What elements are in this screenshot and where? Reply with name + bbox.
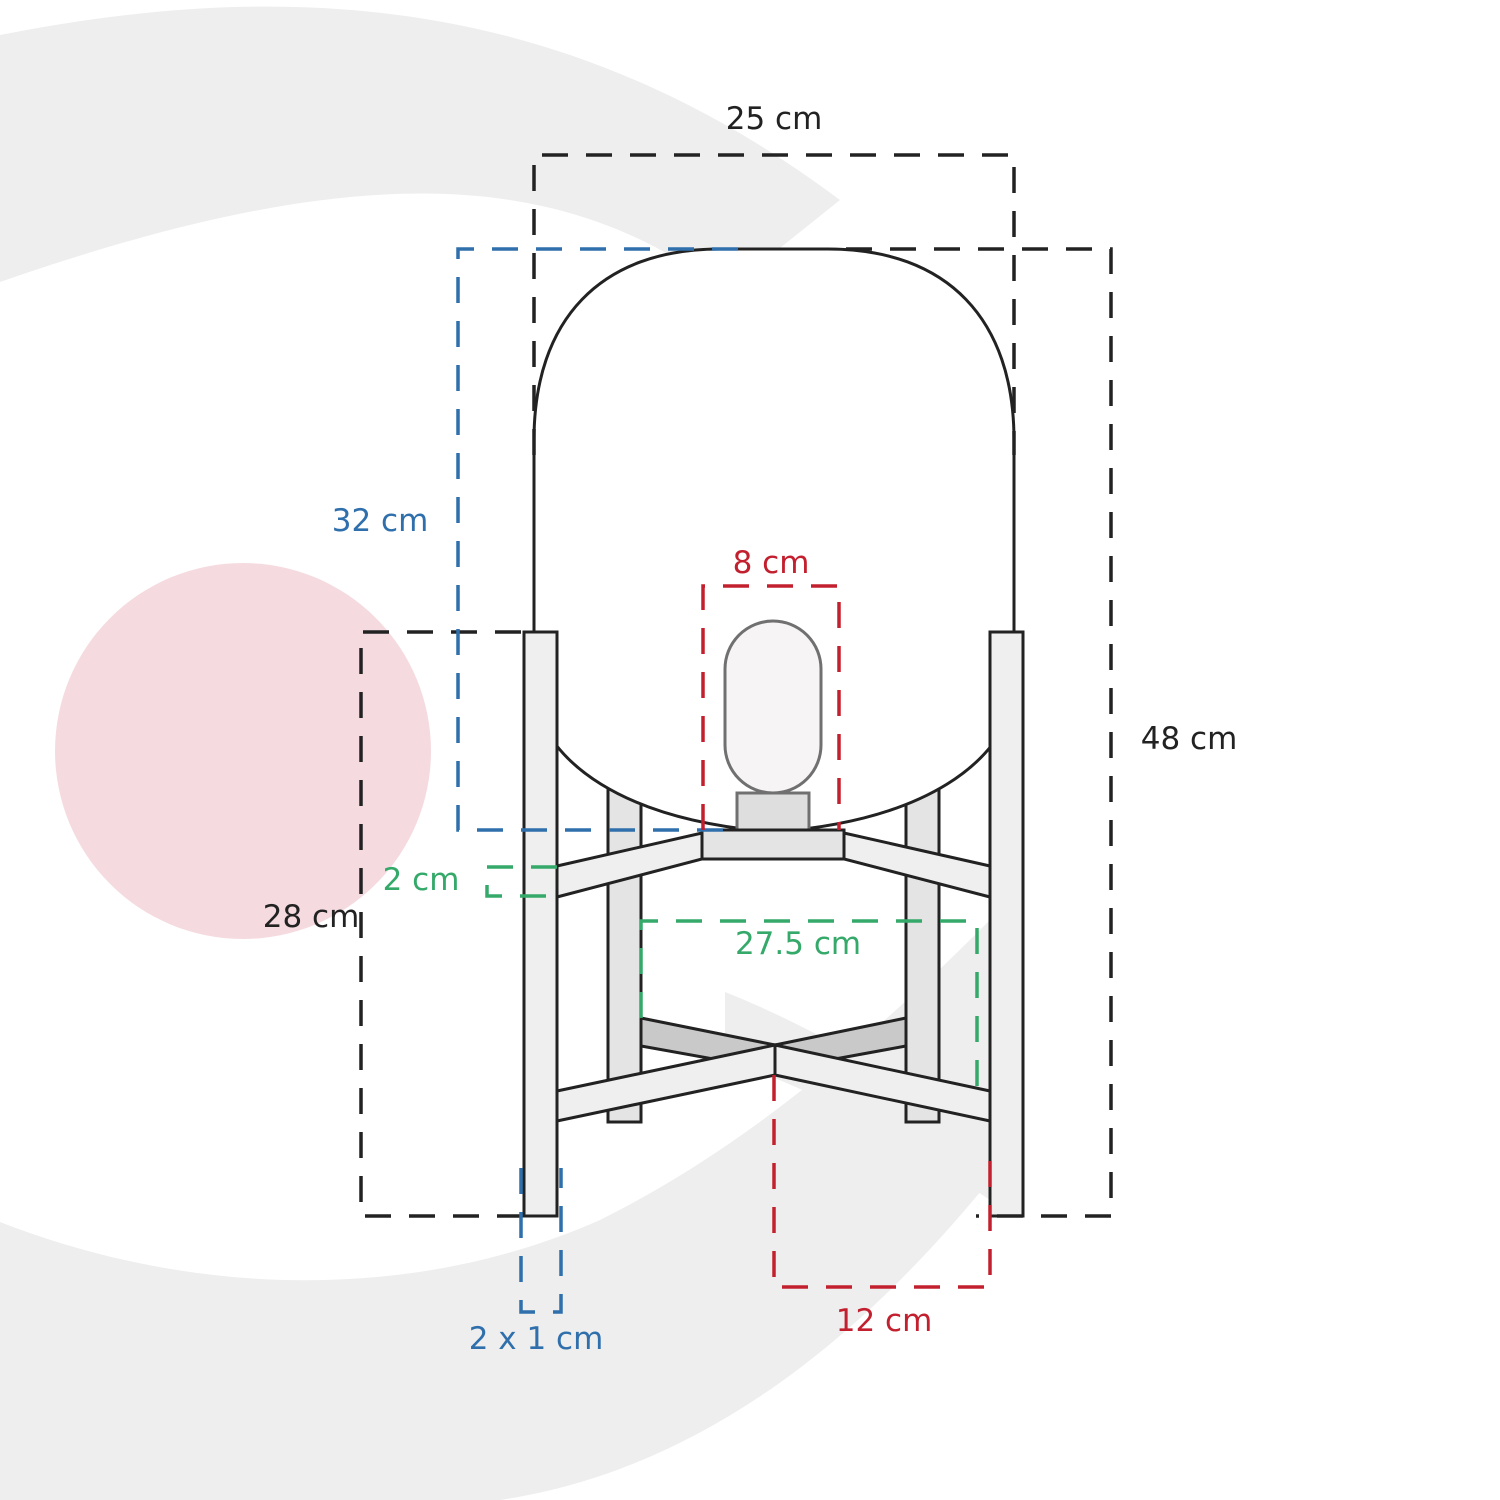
front-leg-right [988,630,1025,1218]
label-total-height: 48 cm [1141,721,1238,757]
label-shade-width: 25 cm [726,101,823,137]
back-leg-right [904,786,941,1124]
label-stand-height: 28 cm [263,899,360,935]
label-bar-thickness: 2 cm [383,862,460,898]
label-bulb-width: 8 cm [733,545,810,581]
dimension-box-stand-width [639,919,979,1090]
dimension-box-stand-height [359,630,521,1218]
front-cross-bar-left [555,1043,777,1123]
label-shade-height: 32 cm [332,503,429,539]
front-leg-left [522,630,559,1218]
bulb-assembly [700,619,846,861]
back-leg-left [606,786,643,1124]
dimension-box-bar-thickness [485,865,557,898]
label-half-width: 12 cm [836,1303,933,1339]
dimension-box-half-width [772,1075,992,1289]
dimension-box-bulb-width [701,584,841,830]
pink-circle [55,563,431,939]
front-legs [522,630,1025,1218]
stand-back [606,786,941,1124]
dimension-lines [359,153,1113,1314]
dimension-box-shade-height [456,247,738,832]
label-stand-width: 27.5 cm [735,926,861,962]
background-decoration [0,6,990,1500]
background-ring [0,6,840,293]
bulb-holder-plate [700,828,846,861]
bulb-icon [723,619,823,795]
label-leg-section: 2 x 1 cm [469,1321,604,1357]
dimension-box-shade-width [532,153,1016,455]
dimension-labels: 25 cm 32 cm 8 cm 48 cm 2 cm 28 cm 27.5 c… [263,101,1238,1357]
background-arc [0,920,990,1500]
dimension-box-total-height [846,247,1113,1218]
bulb-socket [735,791,811,832]
